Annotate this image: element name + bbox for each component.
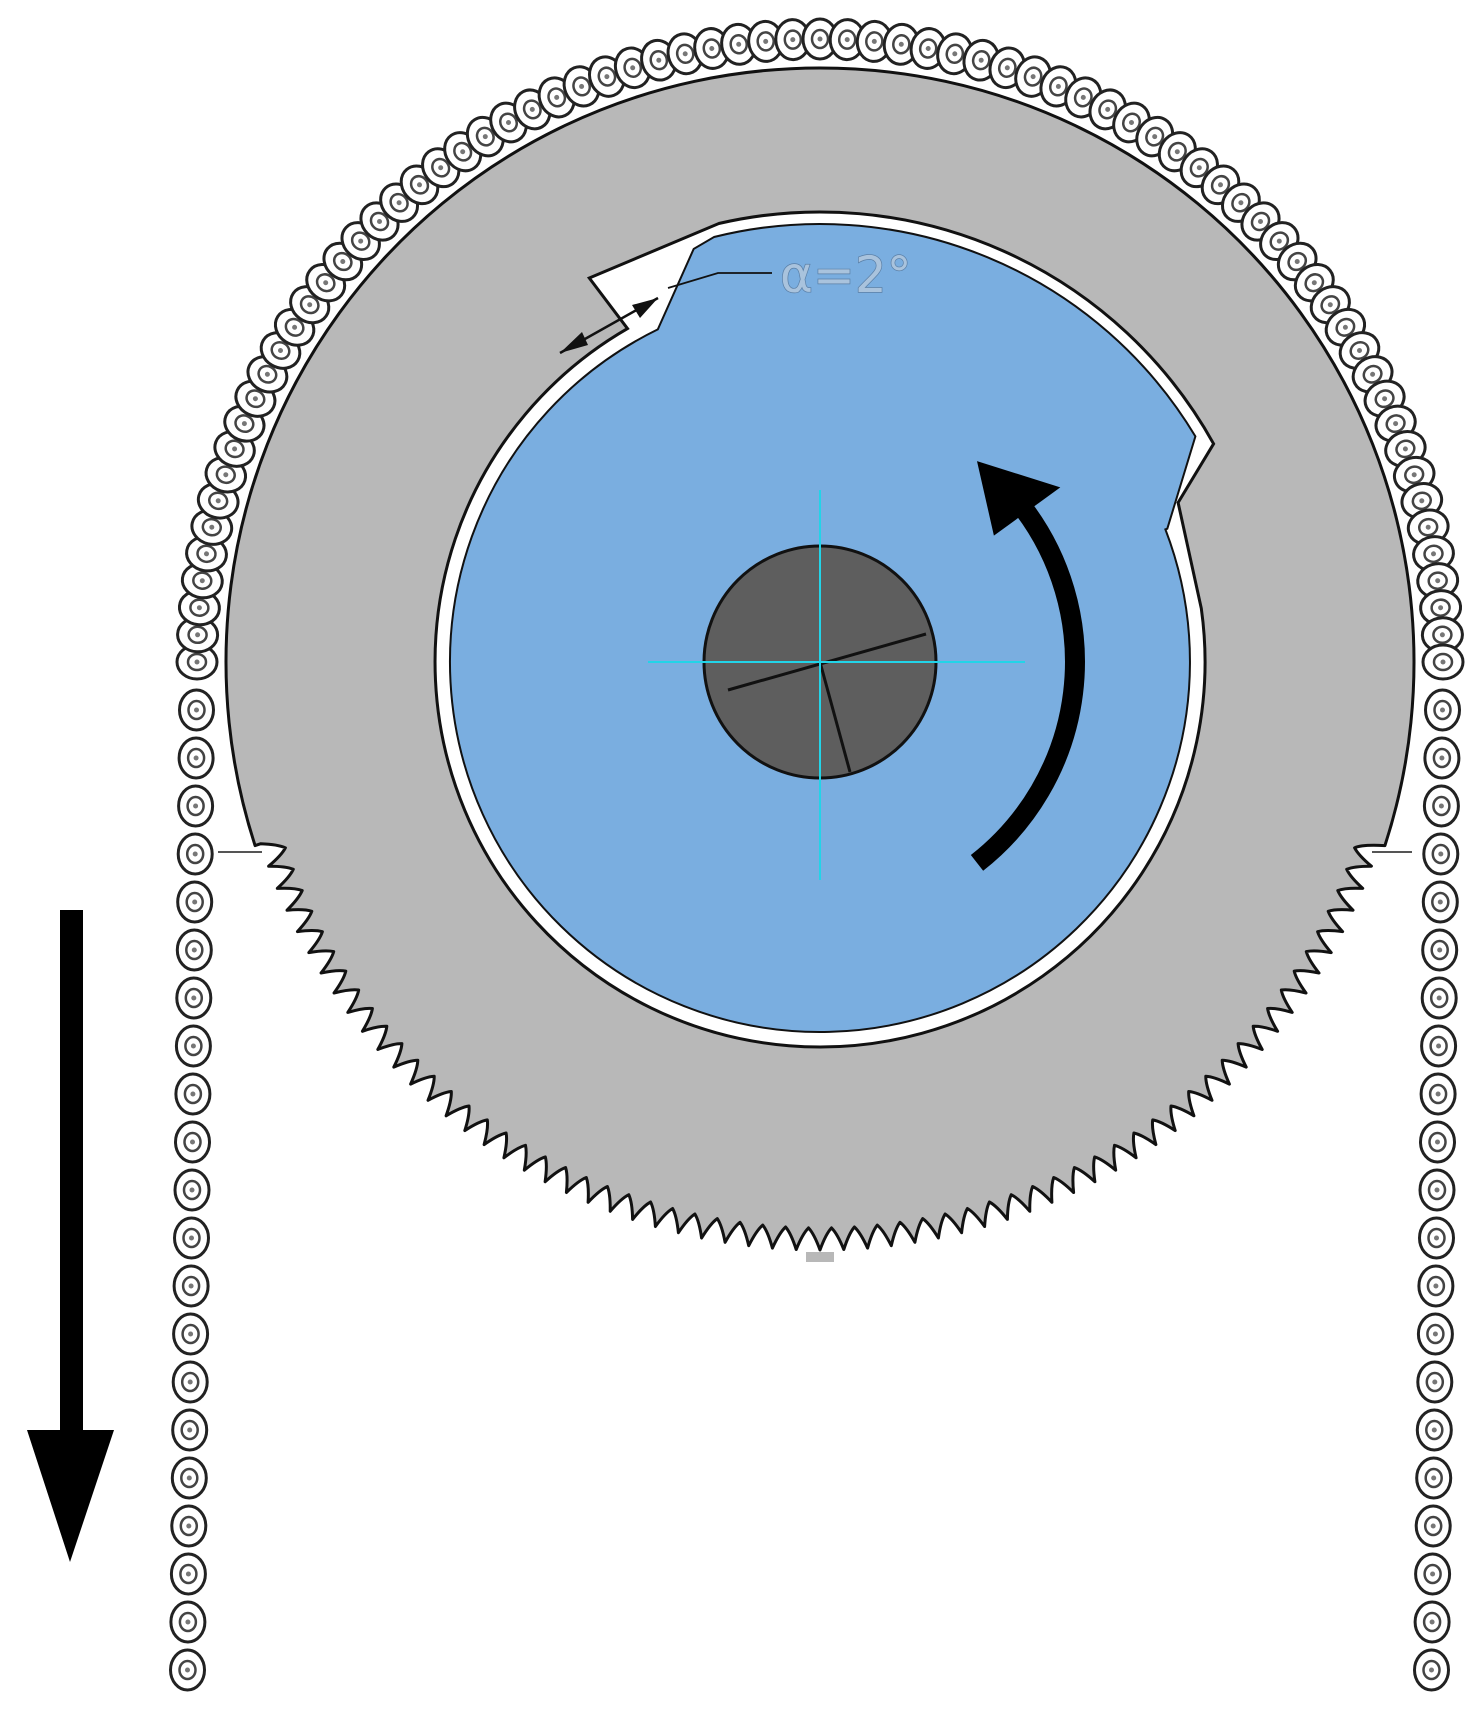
chain-link (1420, 976, 1458, 1020)
chain-link (169, 1600, 207, 1644)
chain-link (177, 736, 215, 780)
chain-link (1419, 1120, 1456, 1164)
chain-link (1422, 832, 1460, 876)
chain-link (1421, 643, 1465, 681)
chain-link (1414, 1504, 1452, 1548)
chain-link (171, 1360, 209, 1404)
chain-link (178, 688, 215, 732)
chain-link (1423, 736, 1461, 780)
chain-link (1418, 1168, 1456, 1212)
chain-link (173, 1168, 211, 1212)
chain-link (174, 1024, 212, 1068)
chain-link (174, 1120, 211, 1164)
tooth-gap-mark (806, 1252, 834, 1262)
chain-link (1421, 928, 1459, 972)
chain-link (1413, 1648, 1450, 1692)
chain-link (1417, 1264, 1455, 1308)
chain-link (171, 1408, 209, 1452)
chain-link (1422, 784, 1460, 828)
center-lines (648, 490, 1025, 880)
chain-link (1416, 1360, 1454, 1404)
chain-link (174, 1072, 212, 1116)
chain-link (175, 928, 213, 972)
angle-label: α=2° (780, 246, 912, 304)
chain-link (170, 1456, 208, 1500)
chain-link (176, 832, 214, 876)
chain-link (1415, 1408, 1453, 1452)
chain-link (170, 1504, 208, 1548)
chain-link (172, 1312, 210, 1356)
chain-link (1418, 1216, 1455, 1260)
chain-link (1419, 1072, 1457, 1116)
chain-link (173, 1216, 210, 1260)
chain-link (169, 1552, 207, 1596)
chain-link (169, 1648, 206, 1692)
chain-link (1415, 1456, 1453, 1500)
chain-link (1424, 688, 1461, 732)
curved-arrow-icon (970, 461, 1085, 871)
chain-link (1420, 1024, 1458, 1068)
chain-link (177, 784, 215, 828)
chain-link (175, 976, 213, 1020)
angle-dimension (559, 272, 772, 355)
chain-link (1414, 1552, 1452, 1596)
chain-link (176, 880, 214, 924)
chain-link (1416, 1312, 1454, 1356)
shaft-line-2 (818, 661, 852, 773)
chain-link (1421, 880, 1459, 924)
chain-link (1413, 1600, 1451, 1644)
chain-link (172, 1264, 210, 1308)
down-arrow-icon (27, 910, 114, 1562)
